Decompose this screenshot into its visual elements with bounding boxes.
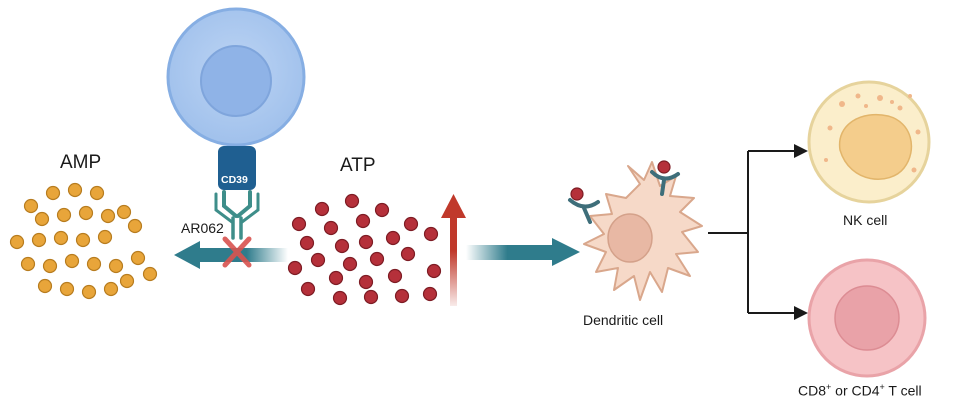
amp-cluster [9, 182, 158, 300]
t-cell-label: CD8+ or CD4+ T cell [798, 382, 922, 399]
immune-cell [166, 7, 306, 147]
arrowhead-to-nk [794, 144, 808, 158]
t-cell [807, 258, 927, 378]
cd8-sup: + [826, 382, 832, 392]
dendritic-receptor-left [568, 187, 600, 224]
nk-cell [807, 80, 931, 204]
nk-cell-label: NK cell [843, 212, 888, 228]
dendritic-cell [583, 161, 703, 301]
cd8-text: CD8 [798, 382, 827, 399]
cd39-receptor [218, 146, 256, 190]
dendritic-cell-label: Dendritic cell [583, 312, 664, 328]
dendritic-receptor-right [650, 160, 680, 196]
ar062-antibody [214, 190, 260, 240]
arrowhead-to-tcell [794, 306, 808, 320]
cd4-sup: + [879, 382, 885, 392]
atp-label: ATP [340, 155, 376, 176]
cd39-label: CD39 [221, 174, 248, 186]
amp-label: AMP [60, 152, 102, 173]
x-mark-icon [222, 236, 252, 268]
arrow-atp-to-dendritic [466, 238, 580, 266]
atp-cluster [287, 193, 442, 306]
t-cell-text: T cell [884, 382, 922, 399]
ar062-label: AR062 [181, 220, 224, 236]
cd4-text: or CD4 [831, 382, 880, 399]
branch-connector [708, 150, 796, 314]
atp-increase-arrow [441, 194, 466, 306]
